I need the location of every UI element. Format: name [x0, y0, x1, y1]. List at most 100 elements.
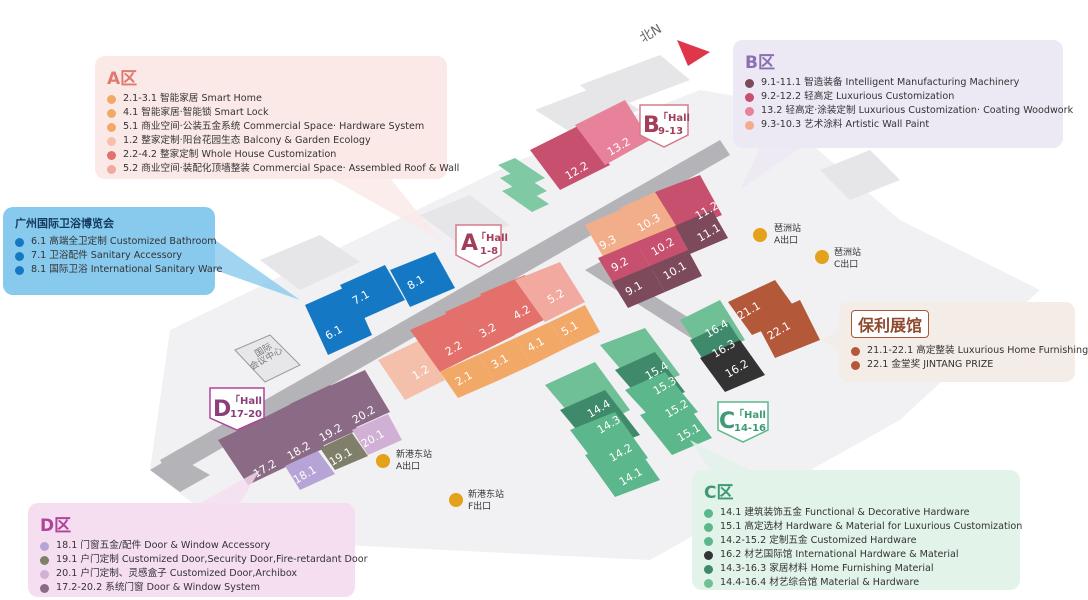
- legend-item: 5.1 商业空间·公装五金系统 Commercial Space· Hardwa…: [107, 120, 435, 134]
- legend-item: 6.1 高端全卫定制 Customized Bathroom: [15, 235, 217, 249]
- hall-badge-b: B 「Hall 9-13: [639, 104, 690, 148]
- zone-d-halls: [218, 370, 402, 490]
- legend-dot-icon: [704, 579, 713, 589]
- legend-item: 14.4-16.4 材艺综合馆 Material & Hardware: [704, 576, 1008, 590]
- legend-dot-icon: [745, 78, 754, 88]
- legend-item: 9.2-12.2 轻高定 Luxurious Customization: [745, 90, 1051, 104]
- svg-text:17-20: 17-20: [230, 409, 262, 420]
- svg-text:D: D: [213, 397, 231, 422]
- conference-center: 国际 会议中心: [234, 334, 301, 383]
- legend-dot-icon: [704, 536, 713, 546]
- svg-text:琶洲站: 琶洲站: [774, 222, 801, 234]
- svg-text:「Hall: 「Hall: [230, 394, 262, 407]
- legend-item-label: 17.2-20.2 系统门窗 Door & Window System: [56, 582, 260, 594]
- metro-icon: [376, 454, 390, 468]
- legend-dot-icon: [745, 92, 754, 102]
- legend-item: 9.1-11.1 智造装备 Intelligent Manufacturing …: [745, 76, 1051, 90]
- metro-icon: [753, 228, 767, 242]
- legend-item: 8.1 国际卫浴 International Sanitary Ware: [15, 263, 222, 277]
- svg-text:A: A: [461, 231, 478, 256]
- legend-dot-icon: [15, 265, 24, 275]
- legend-item: 14.1 建筑装饰五金 Functional & Decorative Hard…: [704, 506, 1008, 520]
- legend-item-label: 1.2 整家定制·阳台花园生态 Balcony & Garden Ecology: [123, 135, 371, 147]
- zone-poly-halls: [728, 280, 820, 358]
- legend-item: 1.2 整家定制·阳台花园生态 Balcony & Garden Ecology: [107, 134, 435, 148]
- legend-dot-icon: [107, 122, 116, 132]
- zone-d-title: D区: [40, 516, 72, 536]
- zone-a-halls: [378, 262, 600, 400]
- legend-dot-icon: [851, 346, 860, 356]
- zone-b-halls: [530, 100, 728, 308]
- legend-item-label: 8.1 国际卫浴 International Sanitary Ware: [31, 264, 223, 276]
- legend-item-label: 20.1 户门定制、灵感盒子 Customized Door,Archibox: [56, 568, 298, 580]
- zone-b-green-blocks: [498, 158, 549, 212]
- zone-gz-halls: [305, 252, 455, 355]
- legend-dot-icon: [40, 583, 49, 593]
- legend-item: 13.2 轻高定·涂装定制 Luxurious Customization· C…: [745, 104, 1073, 118]
- metro-icon: [815, 250, 829, 264]
- legend-item: 20.1 户门定制、灵感盒子 Customized Door,Archibox: [40, 567, 343, 581]
- zone-poly-title: 保利展馆: [851, 310, 930, 338]
- legend-dot-icon: [704, 522, 713, 532]
- legend-item: 5.2 商业空间·装配化顶墙整装 Commercial Space· Assem…: [107, 162, 459, 176]
- svg-text:A出口: A出口: [396, 460, 420, 472]
- station-pazhou-c: 琶洲站 C出口: [815, 246, 861, 270]
- zone-a-hall-labels: 1.2 2.2 3.2 4.2 5.2 2.1 3.1 4.1 5.1: [410, 287, 581, 389]
- legend-item: 15.1 高定选材 Hardware & Material for Luxuri…: [704, 520, 1022, 534]
- legend-item-label: 22.1 金堂奖 JINTANG PRIZE: [867, 359, 994, 371]
- zone-gz-title: 广州国际卫浴博览会: [15, 217, 114, 230]
- legend-item-label: 2.1-3.1 智能家居 Smart Home: [123, 93, 262, 104]
- legend-item: 18.1 门窗五金/配件 Door & Window Accessory: [40, 539, 343, 553]
- legend-item-label: 2.2-4.2 整家定制 Whole House Customization: [123, 149, 337, 161]
- callout-pointers: [200, 148, 839, 503]
- zone-c-legend-panel: C区 14.1 建筑装饰五金 Functional & Decorative H…: [692, 470, 1022, 590]
- legend-item-label: 14.1 建筑装饰五金 Functional & Decorative Hard…: [720, 507, 970, 518]
- station-pazhou-a: 琶洲站 A出口: [753, 222, 801, 246]
- legend-item: 2.2-4.2 整家定制 Whole House Customization: [107, 148, 435, 162]
- legend-item-label: 14.3-16.3 家居材料 Home Furnishing Material: [720, 563, 934, 575]
- legend-dot-icon: [107, 150, 116, 160]
- legend-dot-icon: [40, 555, 49, 565]
- legend-item-label: 9.3-10.3 艺术涂料 Artistic Wall Paint: [761, 119, 930, 131]
- legend-item-label: 19.1 户门定制 Customized Door,Security Door,…: [56, 554, 368, 566]
- svg-text:新港东站: 新港东站: [396, 448, 432, 460]
- legend-dot-icon: [704, 508, 713, 518]
- legend-dot-icon: [107, 108, 116, 118]
- zone-b-legend-panel: B区 9.1-11.1 智造装备 Intelligent Manufacturi…: [733, 40, 1073, 148]
- legend-item: 22.1 金堂奖 JINTANG PRIZE: [851, 358, 1063, 372]
- svg-text:F出口: F出口: [468, 500, 491, 512]
- svg-text:C: C: [719, 409, 735, 434]
- legend-item: 21.1-22.1 高定整装 Luxurious Home Furnishing: [851, 344, 1088, 358]
- legend-dot-icon: [745, 106, 754, 116]
- station-xingang-a: 新港东站 A出口: [376, 448, 432, 472]
- legend-item-label: 9.2-12.2 轻高定 Luxurious Customization: [761, 91, 955, 103]
- zone-c-title: C区: [704, 483, 734, 503]
- svg-text:C出口: C出口: [834, 258, 858, 270]
- legend-dot-icon: [15, 251, 24, 261]
- legend-dot-icon: [107, 94, 116, 104]
- zone-gz-legend-panel: 广州国际卫浴博览会 6.1 高端全卫定制 Customized Bathroom…: [3, 207, 222, 295]
- legend-item-label: 15.1 高定选材 Hardware & Material for Luxuri…: [720, 521, 1023, 533]
- hall-badge-c: C 「Hall 14-16: [717, 401, 769, 443]
- legend-item: 9.3-10.3 艺术涂料 Artistic Wall Paint: [745, 118, 1051, 132]
- svg-text:A出口: A出口: [774, 234, 798, 246]
- north-arrow-icon: [677, 40, 710, 66]
- zone-poly-legend-panel: 保利展馆 21.1-22.1 高定整装 Luxurious Home Furni…: [839, 302, 1088, 382]
- zone-a-title: A区: [107, 69, 138, 89]
- legend-dot-icon: [851, 360, 860, 370]
- compass: 北N: [637, 22, 710, 66]
- zone-c-halls: [545, 300, 765, 497]
- legend-item-label: 4.1 智能家居·智能锁 Smart Lock: [123, 107, 269, 119]
- legend-item-label: 21.1-22.1 高定整装 Luxurious Home Furnishing: [867, 345, 1088, 356]
- metro-icon: [449, 493, 463, 507]
- legend-dot-icon: [704, 564, 713, 574]
- svg-text:琶洲站: 琶洲站: [834, 246, 861, 258]
- legend-dot-icon: [107, 165, 116, 175]
- legend-item-label: 5.2 商业空间·装配化顶墙整装 Commercial Space· Assem…: [123, 163, 460, 175]
- legend-dot-icon: [40, 569, 49, 579]
- legend-dot-icon: [745, 120, 754, 130]
- svg-text:B: B: [643, 113, 660, 138]
- svg-text:「Hall: 「Hall: [734, 408, 766, 421]
